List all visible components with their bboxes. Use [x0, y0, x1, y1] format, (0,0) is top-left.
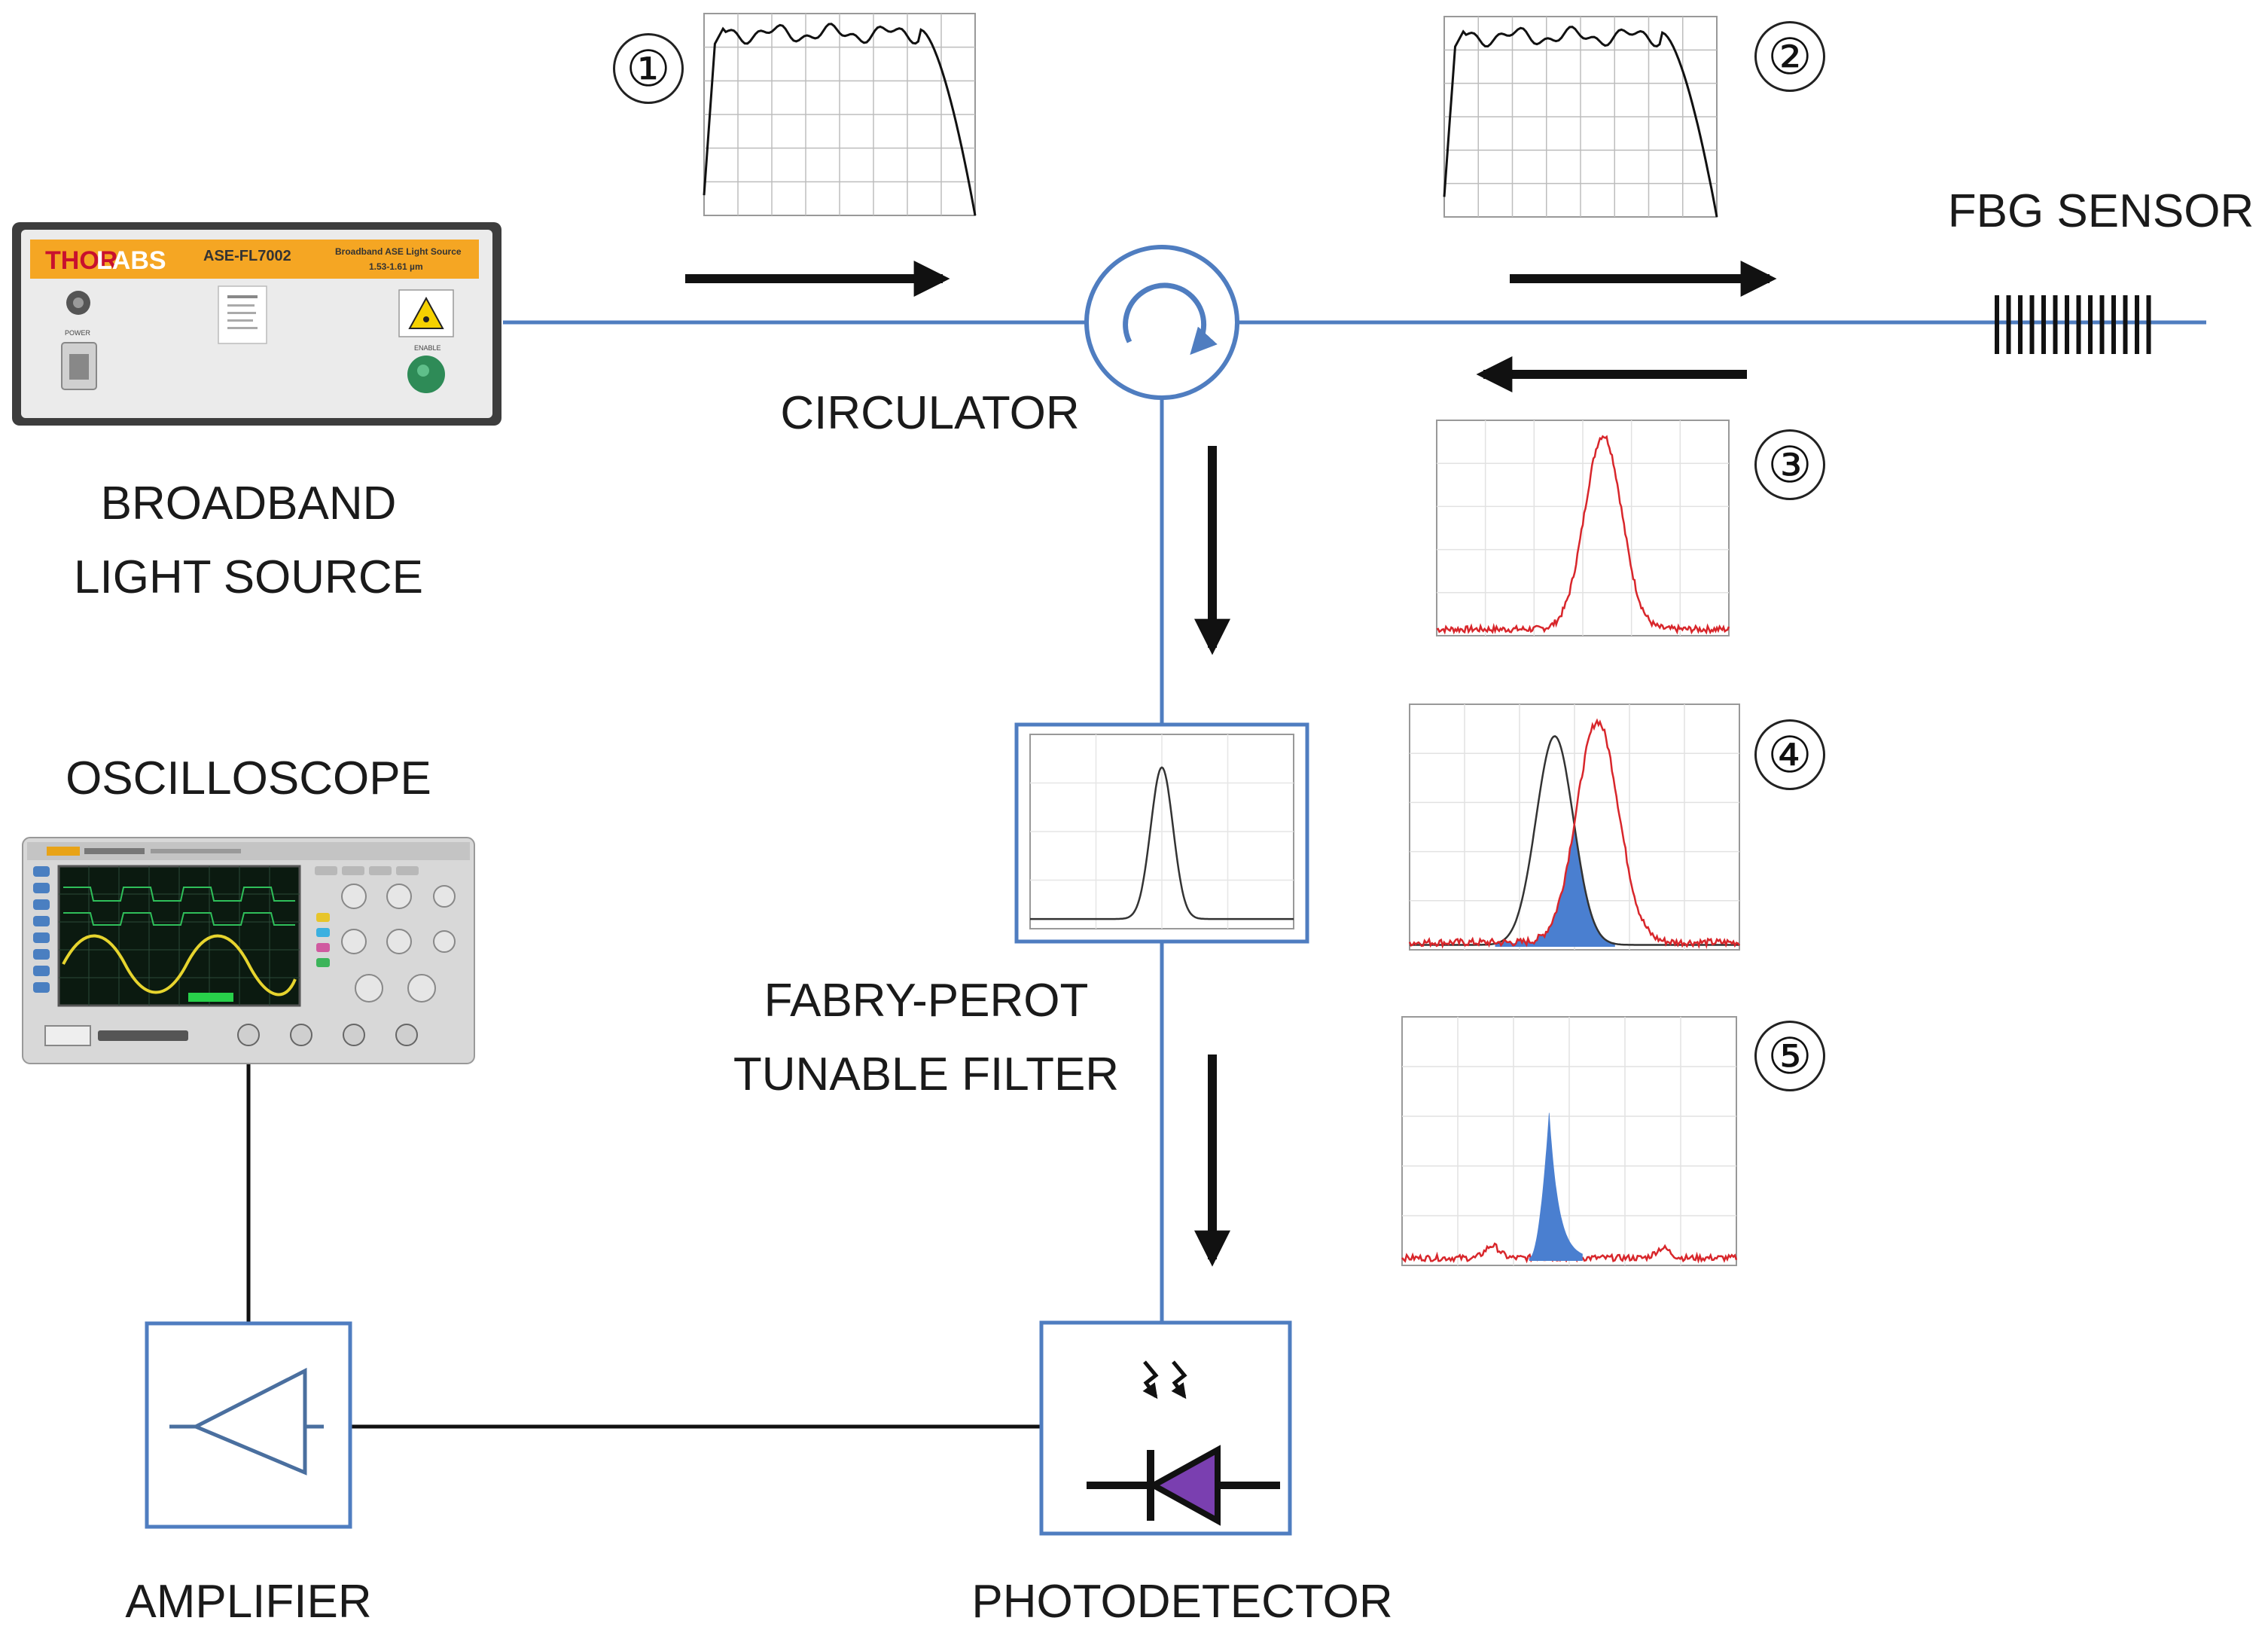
overlap-area — [1495, 826, 1615, 947]
oscilloscope-side-buttons[interactable] — [33, 866, 50, 993]
laser-warning-icon — [408, 296, 444, 329]
source-desc-1: Broadband ASE Light Source — [335, 246, 462, 257]
oscilloscope-label: OSCILLOSCOPE — [66, 752, 431, 804]
step-marker-2: ② — [1754, 21, 1825, 92]
broadband-light-source-label: BROADBAND LIGHT SOURCE — [74, 478, 423, 603]
spectrum-plot-3 — [1436, 420, 1730, 636]
photodetector-label: PHOTODETECTOR — [971, 1576, 1393, 1628]
circulator-label: CIRCULATOR — [780, 387, 1080, 439]
oscilloscope-knobs[interactable] — [341, 884, 456, 1003]
fabry-perot-label: FABRY-PEROT TUNABLE FILTER — [733, 975, 1120, 1100]
spectrum-plot-2 — [1443, 16, 1718, 218]
step-marker-5: ⑤ — [1754, 1021, 1825, 1091]
spectrum-plot-1 — [703, 13, 977, 216]
amplifier-label: AMPLIFIER — [125, 1576, 372, 1628]
fbg-reflection-curve — [1436, 435, 1730, 635]
source-brand-b: LABS — [96, 246, 166, 275]
step-marker-4: ④ — [1754, 719, 1825, 790]
optical-fibers — [503, 320, 2206, 1323]
source-desc-2: 1.53-1.61 µm — [369, 261, 423, 272]
filter-transmission-curve — [1030, 766, 1294, 920]
oscilloscope-bnc-inputs[interactable] — [237, 1024, 418, 1046]
broadband-light-source-device: THOR LABS ASE-FL7002 Broadband ASE Light… — [12, 222, 501, 426]
spectrum-plot-5 — [1401, 1016, 1738, 1266]
fbg-sensor-label: FBG SENSOR — [1947, 185, 2254, 237]
filter-transmission-plot — [1029, 734, 1294, 929]
electrical-wires — [246, 1062, 1041, 1429]
light-rays-icon — [1142, 1360, 1187, 1399]
oscilloscope-buttons[interactable] — [315, 866, 419, 967]
spectrum-plot-4 — [1408, 704, 1741, 951]
bragg-grating-icon — [1995, 295, 2151, 354]
oscilloscope-device — [22, 837, 475, 1064]
photodiode-icon — [1087, 1445, 1280, 1526]
source-model: ASE-FL7002 — [203, 248, 291, 264]
circulator — [1084, 245, 1239, 400]
source-brand-a: THOR — [45, 246, 117, 275]
source-power-label: POWER — [65, 329, 91, 337]
step-marker-1: ① — [613, 33, 684, 104]
circular-arrow-icon — [1123, 282, 1218, 356]
source-spectrum-curve — [703, 23, 977, 216]
fbg-reflection-curve — [1408, 718, 1741, 950]
transmitted-spectrum-curve — [1443, 26, 1718, 218]
step-marker-3: ③ — [1754, 429, 1825, 500]
direction-arrows — [685, 261, 1777, 1267]
source-enable-label: ENABLE — [414, 344, 441, 352]
photodetector — [1039, 1320, 1292, 1536]
detected-signal-area — [1529, 1113, 1583, 1261]
triangle-amplifier-icon — [169, 1367, 324, 1476]
amplifier — [145, 1321, 352, 1529]
